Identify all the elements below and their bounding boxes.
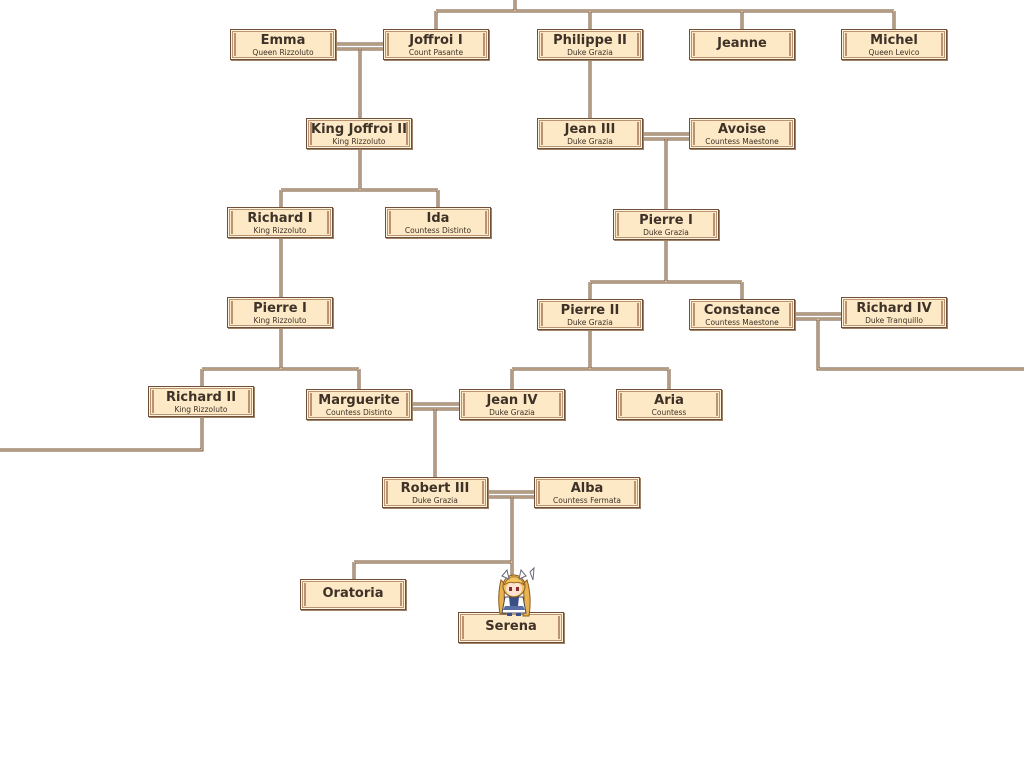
member-name: Ida <box>426 211 450 226</box>
member-title: King Rizzoluto <box>174 405 228 414</box>
member-title: Countess <box>651 408 687 417</box>
member-name: Serena <box>485 619 537 634</box>
descent-line-richard-ii-offscreen <box>0 417 204 452</box>
member-name: Constance <box>703 303 781 318</box>
marriage-line-robert-iii-alba <box>489 490 536 499</box>
member-title: Countess Fermata <box>553 496 621 505</box>
serena-chibi-portrait-icon <box>498 566 535 617</box>
member-name: Alba <box>570 481 604 496</box>
member-title: Queen Levico <box>868 48 920 57</box>
member-title: Duke Grazia <box>412 496 458 505</box>
marriage-line-emma-joffroi <box>336 42 383 51</box>
descent-line-robert-iii-children <box>352 497 514 612</box>
member-title: Countess Distinto <box>404 226 472 235</box>
descent-line-pierre-i-grazia-children <box>588 240 744 299</box>
root-connector <box>434 0 896 29</box>
member-title: King Rizzoluto <box>253 316 307 325</box>
member-node-jeanne[interactable]: Jeanne <box>689 29 795 60</box>
marriage-line-jean-iii-avoise <box>643 132 690 141</box>
member-name: Aria <box>654 393 684 408</box>
member-name: Pierre I <box>253 301 307 316</box>
member-title: Duke Grazia <box>567 318 613 327</box>
member-name: Jeanne <box>717 36 767 51</box>
descent-line-pierre-i-rizzoluto-children <box>200 328 361 389</box>
member-name: King Joffroi II <box>311 122 407 137</box>
member-name: Richard II <box>165 390 237 405</box>
member-name: Oratoria <box>322 586 384 601</box>
member-title: Countess Maestone <box>705 318 779 327</box>
member-name: Pierre II <box>560 303 620 318</box>
member-title: King Rizzoluto <box>332 137 386 146</box>
member-name: Pierre I <box>639 213 693 228</box>
descent-line-pierre-ii-children <box>510 330 671 389</box>
descent-line-joffroi-ii-children <box>279 149 440 207</box>
member-name: Joffroi I <box>409 33 463 48</box>
marriage-line-marguerite-jean-iv <box>412 402 459 411</box>
member-title: Countess Maestone <box>705 137 779 146</box>
member-name: Richard IV <box>856 301 932 316</box>
member-title: Duke Grazia <box>567 137 613 146</box>
member-title: Count Pasante <box>408 48 464 57</box>
member-name: Jean III <box>564 122 616 137</box>
member-name: Richard I <box>247 211 313 226</box>
member-title: Duke Grazia <box>567 48 613 57</box>
member-name: Avoise <box>717 122 766 137</box>
member-name: Michel <box>870 33 918 48</box>
member-title: King Rizzoluto <box>253 226 307 235</box>
member-title: Duke Tranquillo <box>865 316 923 325</box>
member-title: Duke Grazia <box>489 408 535 417</box>
member-name: Marguerite <box>318 393 400 408</box>
member-title: Queen Rizzoluto <box>252 48 314 57</box>
member-title: Countess Distinto <box>325 408 393 417</box>
member-name: Jean IV <box>486 393 538 408</box>
member-name: Philippe II <box>553 33 627 48</box>
marriage-line-constance-richard-iv <box>795 312 1024 371</box>
member-name: Emma <box>260 33 306 48</box>
member-name: Robert III <box>400 481 470 496</box>
member-title: Duke Grazia <box>643 228 689 237</box>
member-node-oratoria[interactable]: Oratoria <box>300 579 406 610</box>
